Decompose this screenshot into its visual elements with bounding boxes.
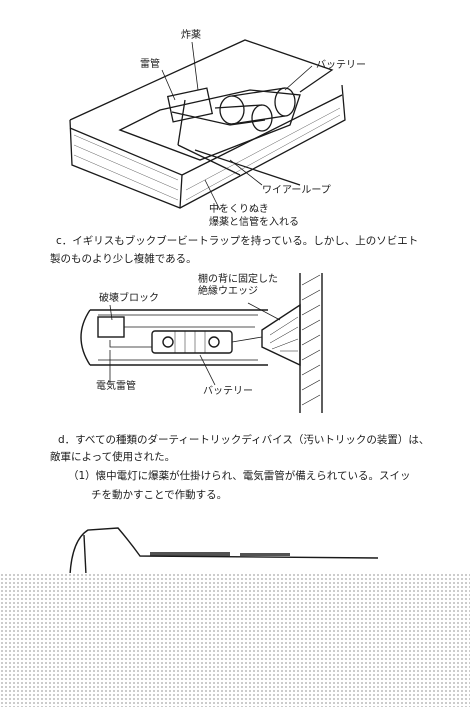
paragraph-c-line1: c．イギリスもブックブービートラップを持っている。しかし、上のソビエト — [56, 235, 419, 247]
halftone-pattern — [0, 573, 470, 707]
label-breaker-block: 破壊ブロック — [99, 293, 159, 304]
book-trap-illustration — [69, 39, 346, 211]
shelf-trap-diagram — [80, 273, 323, 413]
paragraph-d-item1-line1: （1）懐中電灯に爆薬が仕掛けられ、電気雷管が備えられている。スイッ — [68, 470, 411, 482]
label-shelf-line1: 棚の背に固定した — [198, 274, 278, 285]
paragraph-d-line2: 敵軍によって使用された。 — [50, 451, 176, 463]
label-detonator: 雷管 — [140, 59, 160, 70]
paragraph-c-line2: 製のものより少し複雑である。 — [50, 253, 197, 265]
label-hollow-line2: 爆薬と信管を入れる — [209, 217, 299, 228]
flashlight-illustration — [69, 527, 379, 576]
label-electric-detonator: 電気雷管 — [96, 381, 136, 392]
paragraph-d-line1: d．すべての種類のダーティートリックディバイス（汚いトリックの装置）は、 — [58, 434, 430, 446]
label-explosive: 炸薬 — [181, 30, 201, 41]
label-battery-2: バッテリー — [203, 386, 253, 397]
label-hollow-line1: 中をくりぬき — [209, 204, 269, 215]
paragraph-d-item1-line2: チを動かすことで作動する。 — [91, 489, 228, 501]
label-battery: バッテリー — [316, 60, 366, 71]
label-wire-loop: ワイアーループ — [262, 185, 331, 196]
label-shelf-line2: 絶縁ウエッジ — [198, 286, 258, 297]
